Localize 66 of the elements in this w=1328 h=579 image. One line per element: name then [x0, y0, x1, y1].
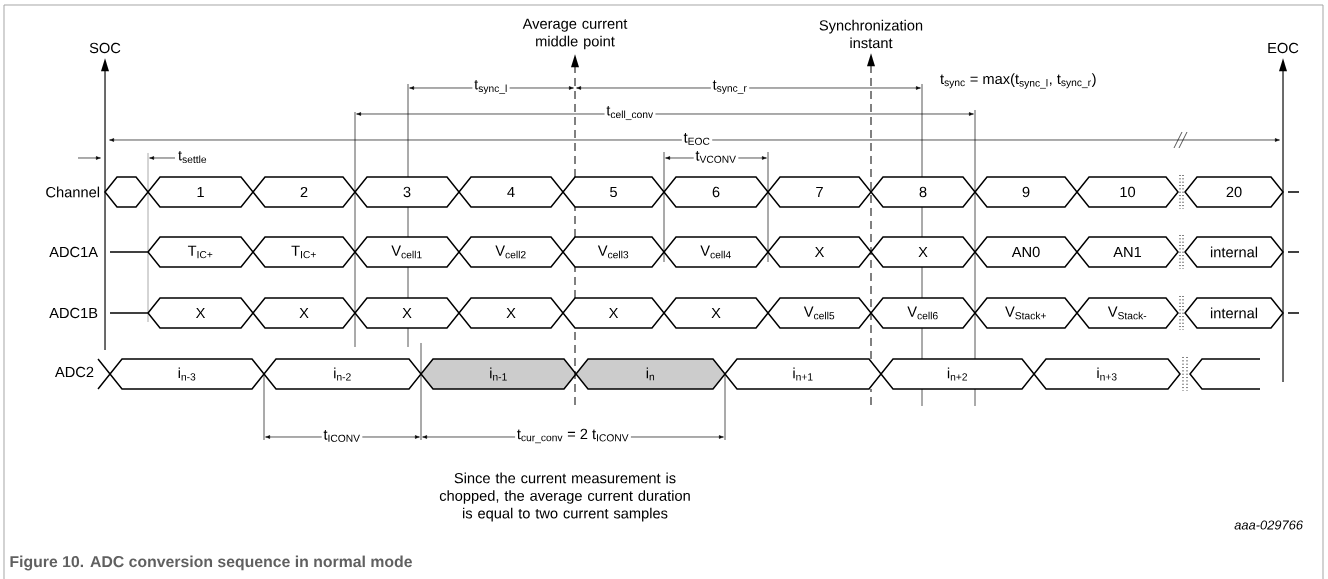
bus-segment: V$_{cell2}$: [458, 236, 564, 268]
bus-segment: X: [767, 236, 872, 268]
bus-segment: V$_{cell3}$: [562, 236, 665, 268]
bus-segment: 2: [252, 176, 356, 208]
signal-name: ADC1A: [49, 246, 98, 258]
bus-segment: V$_{Stack-}$: [1076, 297, 1179, 329]
event-marker-arrow: [867, 53, 875, 406]
timing-label: t$_{cell_conv}$: [604, 104, 656, 122]
timing-label: t$_{VCONV}$: [693, 149, 739, 165]
bus-segment: i$_{n+1}$: [724, 358, 882, 390]
bus-segment: [104, 176, 149, 208]
bus-segment: X: [663, 297, 769, 329]
signal-name: ADC1B: [49, 307, 98, 319]
bus-segment: 8: [870, 176, 976, 208]
bus-segment: 6: [663, 176, 769, 208]
bus-segment: AN1: [1076, 236, 1179, 268]
bus-segment: AN0: [974, 236, 1078, 268]
bus-segment: X: [147, 297, 254, 329]
bus-segment: X: [458, 297, 564, 329]
timing-label: t$_{ICONV}$: [321, 428, 363, 444]
timing-label: t$_{sync_l}$: [472, 78, 510, 96]
bus-segment: X: [252, 297, 356, 329]
bus-segment: internal: [1184, 297, 1284, 329]
bus-segment: i$_{n}$: [575, 358, 726, 390]
bus-segment: 9: [974, 176, 1078, 208]
event-marker-arrow: [101, 58, 109, 351]
event-label: Average current middle point: [522, 18, 628, 50]
figure-id: aaa-029766: [1234, 520, 1303, 530]
bus-segment: i$_{n-2}$: [263, 358, 422, 390]
event-label: EOC: [1268, 42, 1299, 54]
timing-label: t$_{sync}$ = max(t$_{sync_l}$, t$_{sync_r}$): [940, 73, 1096, 89]
note-text: Since the current measurement is chopped, the average current duration is equal to two current samples: [439, 472, 690, 522]
bus-segment: T$_{IC+}$: [252, 236, 356, 268]
bus-segment: V$_{cell5}$: [767, 297, 872, 329]
bus-segment: V$_{Stack+}$: [974, 297, 1078, 329]
bus-segment: internal: [1184, 236, 1284, 268]
event-marker-arrow: [1279, 58, 1287, 383]
timing-label: t$_{settle}$: [178, 150, 207, 164]
event-label: Synchronization instant: [819, 19, 923, 49]
timing-label: t$_{sync_r}$: [710, 78, 750, 96]
timing-label: t$_{EOC}$: [681, 131, 713, 147]
bus-segment: X: [562, 297, 665, 329]
signal-name: ADC2: [55, 366, 94, 378]
bus-segment: 3: [354, 176, 460, 208]
signal-name: Channel: [46, 186, 100, 198]
figure-caption: Figure 10. ADC conversion sequence in normal mode: [10, 555, 412, 571]
bus-segment: 1: [147, 176, 254, 208]
bus-segment: 4: [458, 176, 564, 208]
bus-segment: 10: [1076, 176, 1179, 208]
bus-segment: 20: [1184, 176, 1284, 208]
bus-segment: i$_{n-1}$: [420, 358, 577, 390]
event-marker-arrow: [571, 54, 579, 406]
bus-segment: [1189, 358, 1261, 390]
event-label: SOC: [89, 42, 121, 54]
bus-segment: i$_{n+2}$: [880, 358, 1035, 390]
bus-segment: X: [354, 297, 460, 329]
bus-segment: i$_{n+3}$: [1033, 358, 1181, 390]
bus-segment: V$_{cell4}$: [663, 236, 769, 268]
bus-segment: V$_{cell1}$: [354, 236, 460, 268]
bus-segment: 5: [562, 176, 665, 208]
bus-segment: i$_{n-3}$: [109, 358, 265, 390]
timing-label: t$_{cur_conv}$ = 2 t$_{ICONV}$: [515, 427, 631, 445]
bus-segment: X: [870, 236, 976, 268]
bus-segment: 7: [767, 176, 872, 208]
bus-segment: T$_{IC+}$: [147, 236, 254, 268]
bus-segment: V$_{cell6}$: [870, 297, 976, 329]
